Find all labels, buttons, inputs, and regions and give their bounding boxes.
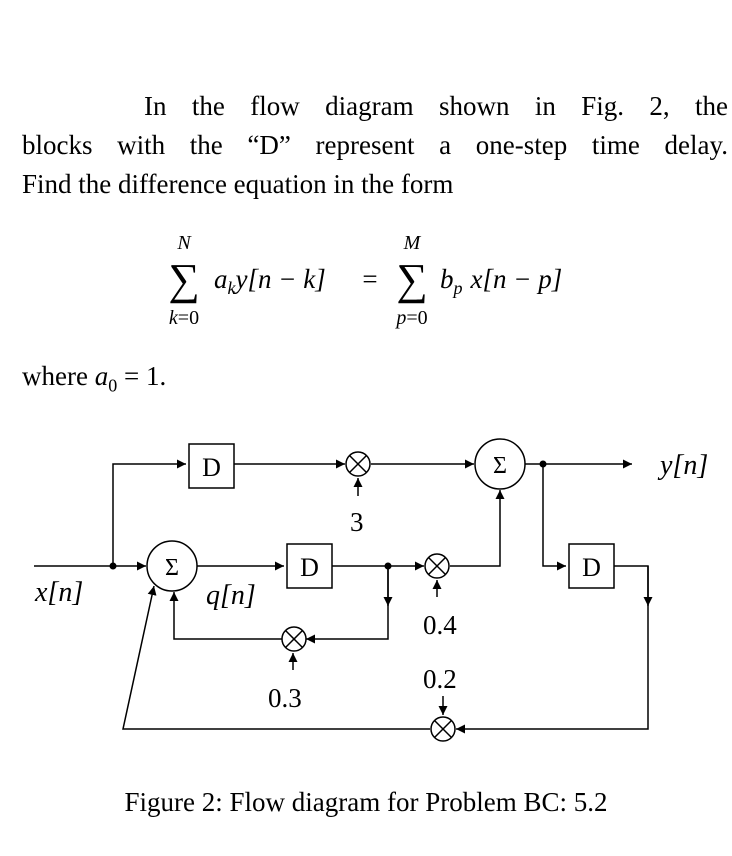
summer-2: Σ: [474, 438, 526, 490]
delay-block-2: D: [286, 543, 333, 589]
problem-line-1: In the flow diagram shown in Fig. 2, the: [144, 91, 728, 121]
lhs-sum-upper-limit: N: [176, 232, 192, 254]
multiplier-0.4: [424, 553, 450, 579]
svg-text:D: D: [582, 553, 601, 582]
svg-text:Σ: Σ: [493, 453, 507, 479]
junction-dot-input: [109, 562, 117, 570]
svg-text:Σ: Σ: [165, 555, 179, 581]
delay3-output-line: [614, 565, 653, 606]
internal-signal-label: q[n]: [206, 580, 256, 611]
rhs-sum-upper-limit: M: [403, 232, 422, 254]
junction-dot-mid: [384, 562, 392, 570]
figure-caption: Figure 2: Flow diagram for Problem BC: 5…: [124, 787, 608, 817]
delay-block-1: D: [188, 443, 235, 489]
junction-dot-output: [539, 460, 547, 468]
mult04-to-sum2-line: [450, 490, 505, 567]
gain-label-0.2: 0.2: [423, 664, 457, 694]
gain-label-0.4: 0.4: [423, 610, 457, 640]
bottom-feedback-line: [456, 566, 649, 734]
lhs-sum-lower-limit: k=0: [169, 307, 199, 329]
lhs-term: aky[n − k]: [214, 264, 326, 298]
svg-text:D: D: [300, 553, 319, 582]
delay-block-3: D: [568, 543, 615, 589]
output-to-delay3-line: [542, 464, 566, 571]
where-variable: a: [94, 361, 109, 391]
rhs-sum-lower-limit: p=0: [394, 307, 427, 329]
mult02-to-sum1-line: [122, 585, 430, 730]
rhs-sum-symbol: ∑: [396, 255, 427, 304]
node-to-mult03-line: [306, 566, 389, 644]
problem-line-3: Find the difference equation in the form: [22, 169, 454, 199]
multiplier-0.2: [430, 716, 456, 742]
where-value: = 1.: [123, 361, 167, 391]
lhs-sum-symbol: ∑: [168, 255, 199, 304]
svg-text:D: D: [202, 453, 221, 482]
multiplier-3: [345, 451, 371, 477]
where-subscript: 0: [108, 375, 118, 396]
where-clause: where a0 = 1.: [22, 356, 166, 405]
problem-statement: In the flow diagram shown in Fig. 2, the…: [22, 87, 728, 204]
summer-1: Σ: [146, 540, 198, 592]
mult03-to-sum1-line: [169, 592, 282, 640]
equals-sign: =: [362, 264, 377, 294]
where-word: where: [22, 361, 88, 391]
top-branch-line: [112, 459, 186, 566]
multiplier-0.3: [281, 626, 307, 652]
flow-diagram: D D D Σ Σ x[n] y[n]: [34, 438, 708, 742]
gain-label-3: 3: [350, 507, 364, 537]
output-label: y[n]: [657, 450, 708, 481]
input-label: x[n]: [34, 577, 83, 608]
gain-label-0.3: 0.3: [268, 683, 302, 713]
problem-line-2: blocks with the “D” represent a one-step…: [22, 130, 728, 160]
